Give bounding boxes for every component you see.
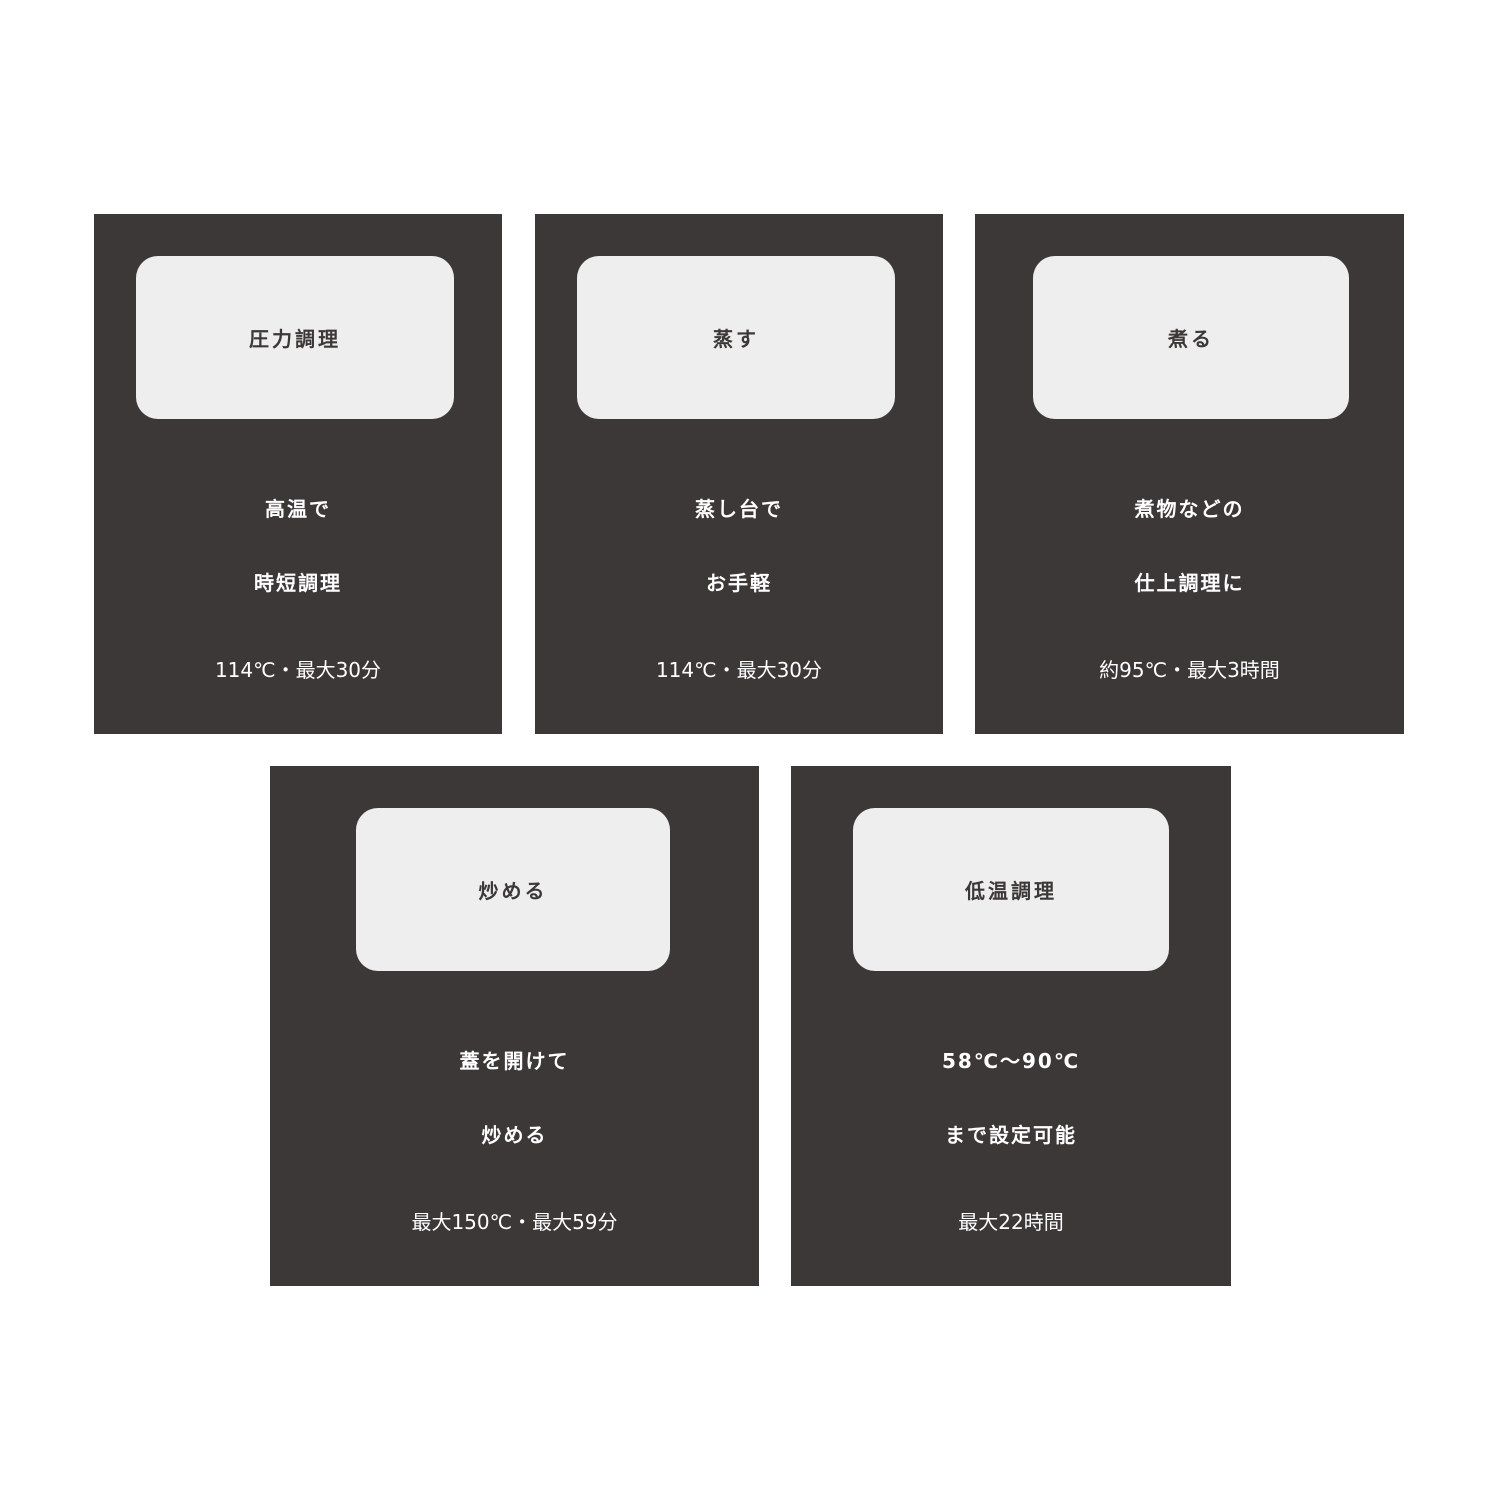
mode-description: 蒸し台で お手軽	[535, 472, 943, 620]
mode-label: 煮る	[1033, 256, 1349, 419]
mode-label: 蒸す	[577, 256, 895, 419]
mode-description: 高温で 時短調理	[94, 472, 502, 620]
mode-spec: 114℃・最大30分	[655, 658, 823, 682]
mode-description-line-2: 時短調理	[254, 571, 342, 595]
mode-label: 圧力調理	[136, 256, 454, 419]
mode-card-pressure-cooking: 圧力調理 高温で 時短調理 114℃・最大30分	[94, 214, 502, 734]
mode-description-line-2: 炒める	[481, 1123, 548, 1147]
mode-spec: 約95℃・最大3時間	[1099, 658, 1280, 682]
mode-spec: 114℃・最大30分	[214, 658, 382, 682]
mode-description-line-1: 煮物などの	[1134, 497, 1245, 521]
mode-description-line-1: 58℃～90℃	[941, 1049, 1081, 1073]
mode-spec: 最大22時間	[958, 1210, 1064, 1234]
mode-description-line-2: お手軽	[706, 571, 772, 595]
mode-label: 低温調理	[853, 808, 1169, 971]
mode-description-line-1: 高温で	[265, 497, 331, 521]
mode-card-simmer: 煮る 煮物などの 仕上調理に 約95℃・最大3時間	[975, 214, 1404, 734]
mode-description: 蓋を開けて 炒める	[270, 1024, 759, 1172]
mode-description-line-1: 蒸し台で	[695, 497, 783, 521]
mode-card-steam: 蒸す 蒸し台で お手軽 114℃・最大30分	[535, 214, 943, 734]
mode-description-line-2: まで設定可能	[945, 1123, 1077, 1147]
mode-label: 炒める	[356, 808, 670, 971]
mode-description: 煮物などの 仕上調理に	[975, 472, 1404, 620]
mode-card-low-temp-cooking: 低温調理 58℃～90℃ まで設定可能 最大22時間	[791, 766, 1231, 1286]
mode-description: 58℃～90℃ まで設定可能	[791, 1024, 1231, 1172]
mode-description-line-1: 蓋を開けて	[459, 1049, 570, 1073]
mode-spec: 最大150℃・最大59分	[411, 1210, 618, 1234]
mode-card-stir-fry: 炒める 蓋を開けて 炒める 最大150℃・最大59分	[270, 766, 759, 1286]
mode-description-line-2: 仕上調理に	[1134, 571, 1245, 595]
